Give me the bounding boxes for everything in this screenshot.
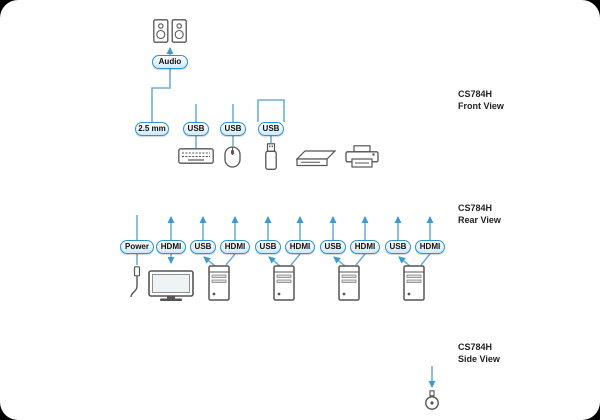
front-view-label: Front View <box>458 101 504 111</box>
security-lock-icon <box>425 390 439 410</box>
front-port-pill-usb-2: USB <box>220 122 246 136</box>
monitor-icon <box>148 270 194 301</box>
computer-tower-icon <box>273 265 295 301</box>
front-view-caption: CS784H Front View <box>458 88 504 112</box>
flash-drive-icon <box>265 143 277 170</box>
front-connectors <box>151 47 285 148</box>
computer-tower-icon <box>403 265 425 301</box>
audio-pill: Audio <box>152 55 188 69</box>
side-model-label: CS784H <box>458 342 493 352</box>
rear-port-pill-hdmi-2: HDMI <box>285 240 315 254</box>
rear-view-caption: CS784H Rear View <box>458 202 501 226</box>
rear-view-label: Rear View <box>458 215 501 225</box>
rear-port-pill-hdmi-1: HDMI <box>220 240 250 254</box>
rear-port-pill-usb-1: USB <box>190 240 216 254</box>
front-port-pill-usb-3: USB <box>258 122 284 136</box>
side-view-caption: CS784H Side View <box>458 341 500 365</box>
card-reader-icon <box>296 150 336 167</box>
rear-model-label: CS784H <box>458 203 493 213</box>
power-plug-icon <box>130 266 141 298</box>
keyboard-icon <box>178 148 214 164</box>
rear-port-pill-usb-4: USB <box>385 240 411 254</box>
rear-port-pill-hdmi-3: HDMI <box>350 240 380 254</box>
rear-port-pill-hdmi-4: HDMI <box>415 240 445 254</box>
front-port-pill-2-5mm: 2.5 mm <box>135 122 169 136</box>
mouse-icon <box>224 146 241 168</box>
printer-icon <box>345 145 379 168</box>
rear-port-pill-usb-3: USB <box>320 240 346 254</box>
front-model-label: CS784H <box>458 89 493 99</box>
rear-port-pill-power: Power <box>120 240 154 254</box>
computer-tower-icon <box>208 265 230 301</box>
speakers-icon <box>153 19 187 43</box>
rear-connectors <box>136 215 434 267</box>
side-view-label: Side View <box>458 354 500 364</box>
rear-port-pill-usb-2: USB <box>255 240 281 254</box>
front-port-pill-usb-1: USB <box>183 122 209 136</box>
rear-port-pill-hdmi-console: HDMI <box>156 240 186 254</box>
computer-tower-icon <box>338 265 360 301</box>
